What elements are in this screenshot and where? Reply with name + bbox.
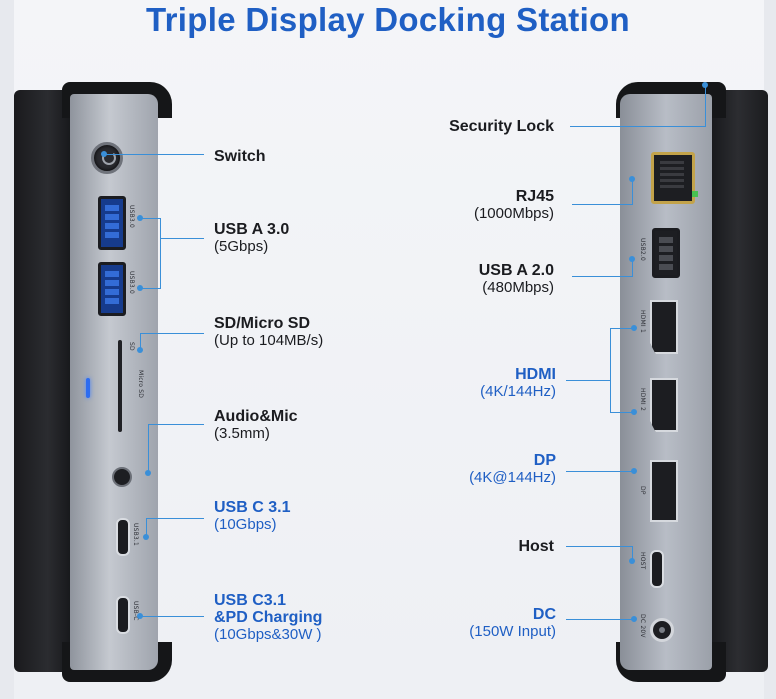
status-led bbox=[86, 378, 90, 398]
label-dc: DC (150W Input) bbox=[469, 606, 556, 640]
leader-rj45-v bbox=[632, 178, 633, 205]
host-mark: HOST bbox=[639, 552, 646, 570]
label-usb-a-3-0: USB A 3.0 (5Gbps) bbox=[214, 221, 290, 255]
leader-dot-audio bbox=[145, 470, 151, 476]
leader-dot-dc bbox=[631, 616, 637, 622]
label-usb-c-3-1: USB C 3.1 (10Gbps) bbox=[214, 499, 291, 533]
label-security-lock: Security Lock bbox=[449, 118, 554, 135]
leader-pd bbox=[140, 616, 204, 617]
hdmi1-mark: HDMI 1 bbox=[639, 310, 646, 334]
rj45-port[interactable] bbox=[651, 152, 698, 204]
host-usb-c-port[interactable] bbox=[650, 550, 664, 588]
label-switch: Switch bbox=[214, 148, 266, 165]
leader-host-h bbox=[566, 546, 632, 547]
port-panel-left bbox=[70, 94, 158, 670]
leader-rj45-h bbox=[572, 204, 632, 205]
usb-a-3-0-port-2[interactable] bbox=[98, 262, 126, 316]
leader-audio-h bbox=[148, 424, 204, 425]
leader-lock-h bbox=[570, 126, 706, 127]
audio-jack[interactable] bbox=[112, 467, 132, 487]
usb30-mark-2: USB3.0 bbox=[128, 271, 135, 295]
micro-sd-slot[interactable] bbox=[118, 372, 122, 432]
leader-usb20-v bbox=[632, 258, 633, 277]
usb-c-3-1-port[interactable] bbox=[116, 518, 130, 556]
page-title: Triple Display Docking Station bbox=[146, 1, 630, 38]
leader-lock-v bbox=[705, 85, 706, 127]
dock-body-right bbox=[708, 90, 768, 672]
leader-sd-h bbox=[140, 333, 204, 334]
label-dp: DP (4K@144Hz) bbox=[469, 452, 556, 486]
leader-usba-2 bbox=[140, 288, 160, 289]
label-hdmi: HDMI (4K/144Hz) bbox=[480, 366, 556, 400]
leader-dot-hdmi-2 bbox=[631, 409, 637, 415]
leader-dc bbox=[566, 619, 634, 620]
usb-a-3-0-port-1[interactable] bbox=[98, 196, 126, 250]
hdmi2-mark: HDMI 2 bbox=[639, 388, 646, 412]
leader-dot-switch bbox=[101, 151, 107, 157]
leader-dot-usba-2 bbox=[137, 285, 143, 291]
usb-c-pd-port[interactable] bbox=[116, 596, 130, 634]
leader-dot-rj45 bbox=[629, 176, 635, 182]
leader-dot-lock bbox=[702, 82, 708, 88]
label-usb-a-2-0: USB A 2.0 (480Mbps) bbox=[478, 262, 554, 296]
label-audio: Audio&Mic (3.5mm) bbox=[214, 408, 298, 442]
leader-dot-dp bbox=[631, 468, 637, 474]
leader-switch bbox=[104, 154, 204, 155]
leader-usba bbox=[160, 238, 204, 239]
leader-hdmi-bracket bbox=[610, 328, 611, 413]
dock-left-side bbox=[14, 82, 172, 682]
hdmi-port-1[interactable] bbox=[650, 300, 678, 354]
rj45-led bbox=[692, 191, 698, 197]
label-rj45: RJ45 (1000Mbps) bbox=[473, 188, 554, 222]
usbc-mark: USB-C bbox=[132, 601, 139, 621]
micro-sd-mark: Micro SD bbox=[137, 370, 144, 399]
usb20-mark: USB2.0 bbox=[639, 238, 646, 262]
leader-dp bbox=[566, 471, 634, 472]
hdmi-port-2[interactable] bbox=[650, 378, 678, 432]
leader-hdmi-2 bbox=[610, 412, 634, 413]
dock-body-left bbox=[14, 90, 70, 672]
sd-slot[interactable] bbox=[118, 340, 122, 400]
power-switch[interactable] bbox=[91, 142, 123, 174]
leader-dot-usba-1 bbox=[137, 215, 143, 221]
leader-usbc-v bbox=[146, 518, 147, 536]
leader-usb20-h bbox=[572, 276, 632, 277]
leader-dot-pd bbox=[137, 613, 143, 619]
leader-sd-v bbox=[140, 333, 141, 349]
leader-dot-usbc bbox=[143, 534, 149, 540]
leader-dot-host bbox=[629, 558, 635, 564]
leader-usbc-h bbox=[146, 518, 204, 519]
leader-dot-usb20 bbox=[629, 256, 635, 262]
sd-mark: SD bbox=[128, 342, 135, 351]
label-host: Host bbox=[518, 538, 554, 555]
leader-usba-bracket bbox=[160, 218, 161, 289]
label-usb-c-pd: USB C3.1 &PD Charging (10Gbps&30W ) bbox=[214, 592, 323, 643]
leader-hdmi bbox=[566, 380, 610, 381]
leader-usba-1 bbox=[140, 218, 160, 219]
label-sd: SD/Micro SD (Up to 104MB/s) bbox=[214, 315, 324, 349]
usb31-mark: USB3.1 bbox=[132, 523, 139, 547]
usb30-mark-1: USB3.0 bbox=[128, 205, 135, 229]
leader-audio-v bbox=[148, 424, 149, 472]
leader-host-v bbox=[632, 546, 633, 560]
dc-mark: DC 20V bbox=[639, 614, 646, 638]
dc-input-port[interactable] bbox=[650, 618, 674, 642]
leader-dot-hdmi-1 bbox=[631, 325, 637, 331]
displayport-port[interactable] bbox=[650, 460, 678, 522]
leader-hdmi-1 bbox=[610, 328, 634, 329]
dp-mark: DP bbox=[639, 486, 646, 495]
usb-a-2-0-port[interactable] bbox=[652, 228, 680, 278]
leader-dot-sd bbox=[137, 347, 143, 353]
